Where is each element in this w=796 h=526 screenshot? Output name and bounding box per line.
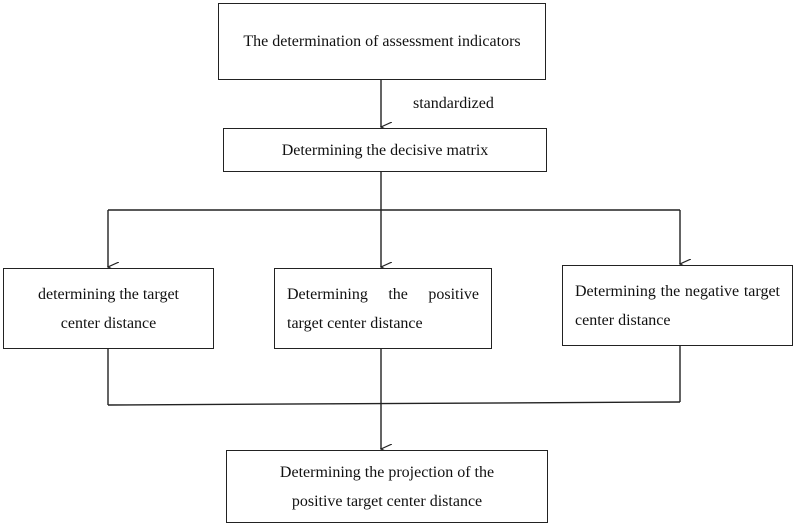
node-assessment-indicators: The determination of assessment indicato…	[218, 3, 546, 80]
node-target-center-distance-label: determining the target center distance	[38, 285, 179, 332]
node-projection: Determining the projection of the positi…	[226, 450, 548, 523]
node-decisive-matrix: Determining the decisive matrix	[223, 128, 547, 172]
edge-label-standardized: standardized	[413, 95, 494, 112]
node-decisive-matrix-label: Determining the decisive matrix	[281, 141, 489, 159]
node-positive-target-distance: Determining the positive target center d…	[274, 268, 492, 349]
node-negative-target-distance: Determining the negative target center d…	[562, 265, 793, 346]
node-target-center-distance: determining the target center distance	[3, 268, 214, 349]
node-projection-label: Determining the projection of the positi…	[279, 463, 495, 510]
node-negative-target-distance-label: Determining the negative target center d…	[575, 282, 780, 329]
node-positive-target-distance-label: Determining the positive target center d…	[287, 285, 479, 332]
node-assessment-indicators-label: The determination of assessment indicato…	[243, 33, 521, 50]
merge-bar	[107, 401, 681, 406]
